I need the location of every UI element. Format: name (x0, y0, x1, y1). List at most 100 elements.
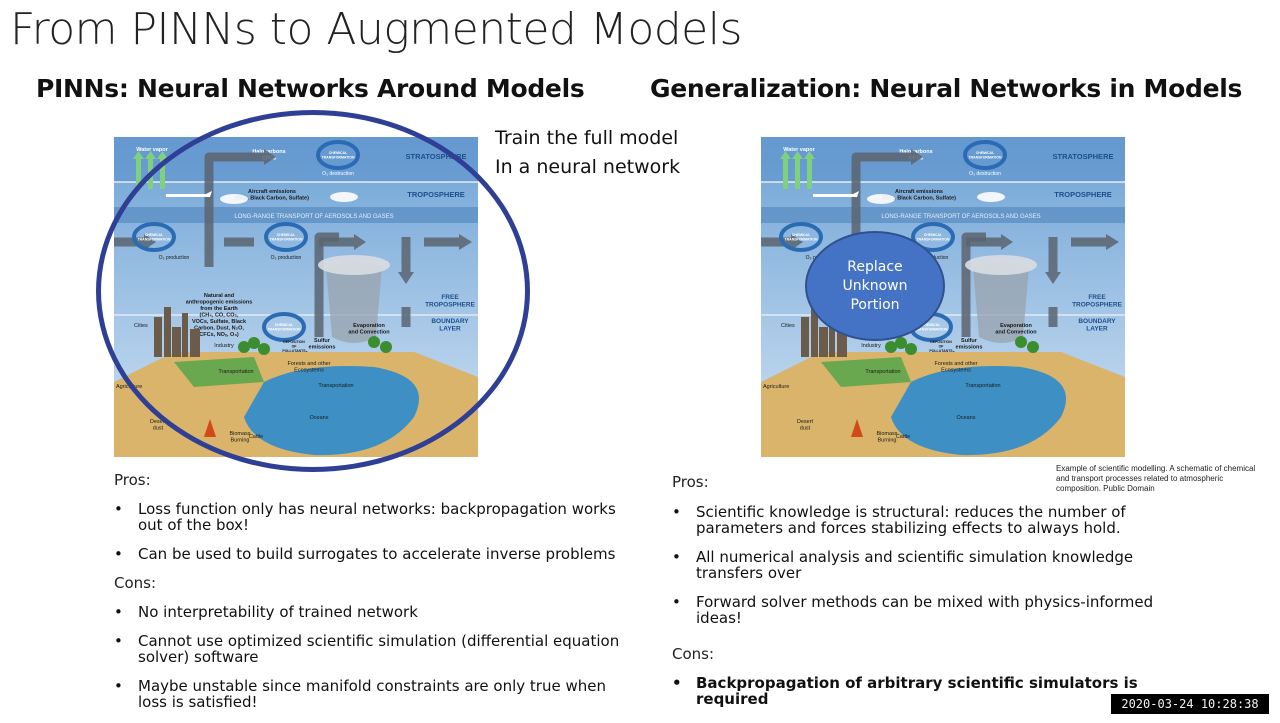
list-item: Scientific knowledge is structural: redu… (672, 504, 1192, 536)
figure-label-line: TRANSFORMATION (917, 238, 950, 242)
figure-label-industry: Industry (861, 343, 881, 349)
right-pros-label: Pros: (672, 473, 709, 491)
figure-label-line: Agriculture (763, 384, 789, 390)
right-cons-list: Backpropagation of arbitrary scientific … (672, 675, 1192, 720)
figure-label-stratosphere: STRATOSPHERE (1053, 152, 1114, 161)
left-cons-label: Cons: (114, 574, 157, 592)
water-vapor-arrow (783, 159, 788, 189)
chemical-transformation-icon (779, 222, 823, 252)
figure-label-line: DEPOSITION (930, 340, 952, 344)
list-item: Can be used to build surrogates to accel… (114, 546, 634, 562)
fire-shape (851, 419, 863, 437)
airplane-shape (813, 191, 859, 197)
figure-label-water-vapor: Water vapor (783, 147, 815, 153)
figure-label-line: TRANSFORMATION (915, 328, 948, 332)
figure-label-transportation: Transportation (865, 369, 900, 375)
list-item: Maybe unstable since manifold constraint… (114, 678, 634, 710)
right-pros-list: Scientific knowledge is structural: redu… (672, 504, 1192, 639)
figure-label-line: POLLUTANTS (929, 349, 953, 353)
arrowhead (1106, 234, 1119, 250)
water-vapor-arrowhead (792, 151, 803, 159)
bubble-line: Unknown (842, 277, 908, 294)
arrowhead (1045, 272, 1061, 284)
figure-label-line: LONG-RANGE TRANSPORT OF AEROSOLS AND GAS… (881, 214, 1040, 220)
cloud-top (965, 255, 1037, 275)
figure-label-line: Desert (150, 419, 167, 425)
figure-label-oceans: Oceans (957, 415, 976, 421)
water-vapor-arrowhead (133, 151, 144, 159)
figure-label-line: BOUNDARY (1078, 318, 1116, 325)
figure-label-line: Forests and other (934, 361, 977, 367)
upward-transport-arrow (851, 152, 911, 267)
city-building (837, 329, 847, 357)
right-cons-label: Cons: (672, 645, 715, 663)
note-line: Train the full model (495, 127, 679, 149)
figure-label-line: FREE (1088, 294, 1106, 301)
figure-label-line: LAYER (1086, 326, 1108, 333)
convection-cloud (973, 262, 1029, 343)
cloud-shape (977, 192, 1005, 202)
chemical-transformation-icon (963, 140, 1007, 170)
figure-label-line: CHEMICAL (792, 233, 811, 237)
tree-shape (885, 341, 897, 353)
left-pros-label: Pros: (114, 471, 151, 489)
figure-label-line: TRANSFORMATION (785, 238, 818, 242)
city-building (801, 317, 809, 357)
list-item: Backpropagation of arbitrary scientific … (672, 675, 1192, 707)
figure-label-line: STRATOSPHERE (1053, 152, 1114, 161)
left-cons-list: No interpretability of trained network C… (114, 604, 634, 723)
list-item: Forward solver methods can be mixed with… (672, 594, 1192, 626)
figure-label-line: Evaporation (1000, 323, 1032, 329)
figure-label-line: Aircraft emissions (895, 189, 943, 195)
figure-label-line: Halocarbons (899, 149, 932, 155)
figure-label-line: dust (153, 426, 164, 432)
list-item: Cannot use optimized scientific simulati… (114, 633, 634, 665)
figure-label-line: Sulfur (961, 338, 978, 344)
figure-label-line: OF (939, 345, 945, 349)
figure-label-transportation: Transportation (965, 383, 1000, 389)
model-ellipse-outline (96, 110, 530, 472)
figure-label-line: Water vapor (136, 147, 168, 153)
figure-label-cities: Cities (781, 323, 795, 329)
water-vapor-arrow (807, 159, 812, 189)
city-building (811, 307, 818, 357)
arrowhead (1001, 234, 1013, 250)
water-vapor-arrow (795, 159, 800, 189)
video-timestamp: 2020-03-24 10:28:38 (1111, 694, 1269, 714)
figure-label-line: Cities (781, 323, 795, 329)
slide-title: From PINNs to Augmented Models (10, 4, 742, 55)
water-vapor-arrowhead (780, 151, 791, 159)
bubble-line: Portion (850, 296, 900, 313)
figure-label-water-vapor: Water vapor (136, 147, 168, 153)
tree-shape (895, 337, 907, 349)
figure-label-line: Water vapor (783, 147, 815, 153)
city-building (829, 313, 835, 357)
figure-label-line: TROPOSPHERE (1054, 190, 1112, 199)
figure-label-line: O₃ destruction (969, 171, 1001, 177)
list-item: No interpretability of trained network (114, 604, 634, 620)
cloud-shape (867, 194, 895, 204)
arrowhead (791, 234, 803, 250)
figure-label-long-range: LONG-RANGE TRANSPORT OF AEROSOLS AND GAS… (881, 214, 1040, 220)
figure-label-line: Transportation (965, 383, 1000, 389)
water-vapor-arrowhead (145, 151, 156, 159)
tree-shape (1027, 341, 1039, 353)
right-heading: Generalization: Neural Networks in Model… (650, 74, 1243, 103)
chemical-transformation-icon (911, 222, 955, 252)
figure-label-line: CHEMICAL (976, 151, 995, 155)
city-building (819, 327, 828, 357)
figure-label-line: Transportation (865, 369, 900, 375)
figure-label-line: emissions (956, 345, 983, 351)
figure-label-line: TROPOSPHERE (1072, 302, 1123, 309)
figure-label-line: Industry (861, 343, 881, 349)
figure-label-line: Biomass (876, 431, 897, 437)
